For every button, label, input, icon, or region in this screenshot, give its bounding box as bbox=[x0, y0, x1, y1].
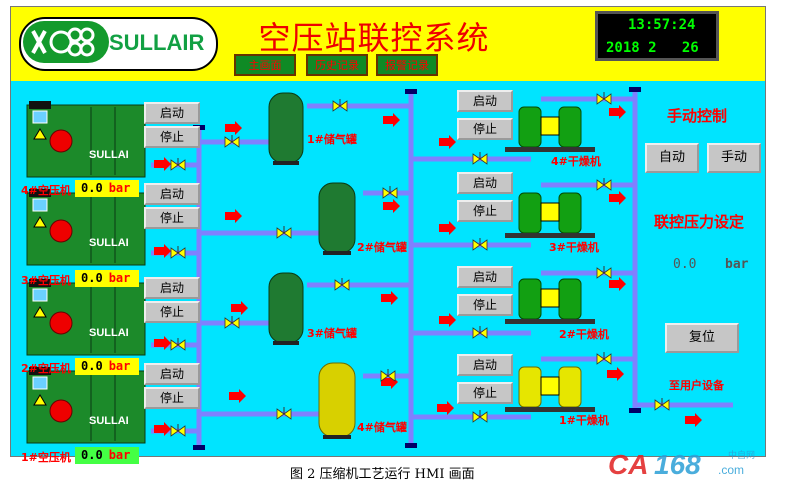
manual-button[interactable]: 手动 bbox=[707, 143, 761, 173]
compressor-brand: SULLAI bbox=[89, 415, 129, 427]
compressor-2-start-button[interactable]: 启动 bbox=[144, 277, 200, 299]
dryer-1-stop-button[interactable]: 停止 bbox=[457, 382, 513, 404]
compressor-4-stop-button[interactable]: 停止 bbox=[144, 126, 200, 148]
svg-text:中自网: 中自网 bbox=[728, 449, 755, 461]
process-diagram bbox=[151, 87, 733, 450]
dryer-3-label: 3#干燥机 bbox=[549, 241, 599, 254]
logo-mark-icon bbox=[23, 21, 109, 63]
compressor-2: SULLAI bbox=[25, 279, 149, 357]
compressor-4: SULLAI bbox=[25, 101, 149, 179]
hmi-window: SULLAIR 空压站联控系统 13:57:24 2018 2 26 主画面 历… bbox=[10, 6, 766, 464]
dryer-4-start-button[interactable]: 启动 bbox=[457, 90, 513, 112]
manual-control-title: 手动控制 bbox=[667, 107, 728, 125]
clock-date: 2018 2 26 bbox=[606, 40, 699, 56]
compressor-2-label: 2#空压机 bbox=[21, 362, 71, 375]
dryer-2-start-button[interactable]: 启动 bbox=[457, 266, 513, 288]
tank-2-icon bbox=[318, 182, 356, 255]
compressor-4-label: 4#空压机 bbox=[21, 184, 71, 197]
compressor-brand: SULLAI bbox=[89, 237, 129, 249]
sullair-logo: SULLAIR bbox=[19, 17, 218, 71]
compressor-3-label: 3#空压机 bbox=[21, 274, 71, 287]
compressor-brand: SULLAI bbox=[89, 149, 129, 161]
dryer-1-start-button[interactable]: 启动 bbox=[457, 354, 513, 376]
dryer-2-label: 2#干燥机 bbox=[559, 328, 609, 341]
compressor-3: SULLAI bbox=[25, 189, 149, 267]
tank-2-label: 2#储气罐 bbox=[357, 241, 407, 254]
outlet-label: 至用户设备 bbox=[669, 379, 724, 392]
compressor-4-start-button[interactable]: 启动 bbox=[144, 102, 200, 124]
nav-alarm-button[interactable]: 报警记录 bbox=[376, 54, 438, 76]
pressure-setting-unit: bar bbox=[725, 257, 749, 272]
clock-display: 13:57:24 2018 2 26 bbox=[595, 11, 719, 61]
svg-text:CA: CA bbox=[608, 449, 648, 480]
reset-button[interactable]: 复位 bbox=[665, 323, 739, 353]
compressor-1-label: 1#空压机 bbox=[21, 451, 71, 464]
clock-time: 13:57:24 bbox=[628, 17, 696, 33]
compressor-3-stop-button[interactable]: 停止 bbox=[144, 207, 200, 229]
ca168-watermark: CA 168 .com 中自网 bbox=[606, 446, 768, 480]
dryer-2-stop-button[interactable]: 停止 bbox=[457, 294, 513, 316]
compressor-1-stop-button[interactable]: 停止 bbox=[144, 387, 200, 409]
dryer-4-stop-button[interactable]: 停止 bbox=[457, 118, 513, 140]
pressure-setting-title: 联控压力设定 bbox=[654, 213, 745, 231]
compressor-1: SULLAI bbox=[25, 367, 149, 445]
dryer-1-label: 1#干燥机 bbox=[559, 414, 609, 427]
page-title: 空压站联控系统 bbox=[258, 19, 490, 57]
tank-3-icon bbox=[268, 272, 304, 345]
tank-3-label: 3#储气罐 bbox=[307, 327, 357, 340]
process-area: SULLAI SULLAI bbox=[11, 81, 765, 464]
pressure-setting-value[interactable]: 0.0 bbox=[673, 257, 697, 272]
logo-text: SULLAIR bbox=[109, 30, 205, 55]
nav-main-button[interactable]: 主画面 bbox=[234, 54, 296, 76]
tank-4-icon bbox=[318, 362, 356, 439]
compressor-1-start-button[interactable]: 启动 bbox=[144, 363, 200, 385]
tank-1-label: 1#储气罐 bbox=[307, 133, 357, 146]
dryer-3-start-button[interactable]: 启动 bbox=[457, 172, 513, 194]
compressor-brand: SULLAI bbox=[89, 327, 129, 339]
dryer-3-stop-button[interactable]: 停止 bbox=[457, 200, 513, 222]
compressor-3-start-button[interactable]: 启动 bbox=[144, 183, 200, 205]
nav-history-button[interactable]: 历史记录 bbox=[306, 54, 368, 76]
tank-1-icon bbox=[268, 92, 304, 165]
tank-4-label: 4#储气罐 bbox=[357, 421, 407, 434]
header-bar: SULLAIR 空压站联控系统 13:57:24 2018 2 26 主画面 历… bbox=[11, 7, 765, 81]
compressor-2-stop-button[interactable]: 停止 bbox=[144, 301, 200, 323]
svg-text:168: 168 bbox=[654, 449, 701, 480]
dryer-4-label: 4#干燥机 bbox=[551, 155, 601, 168]
figure-caption: 图 2 压缩机工艺运行 HMI 画面 bbox=[290, 467, 475, 482]
svg-text:.com: .com bbox=[718, 463, 744, 477]
auto-button[interactable]: 自动 bbox=[645, 143, 699, 173]
